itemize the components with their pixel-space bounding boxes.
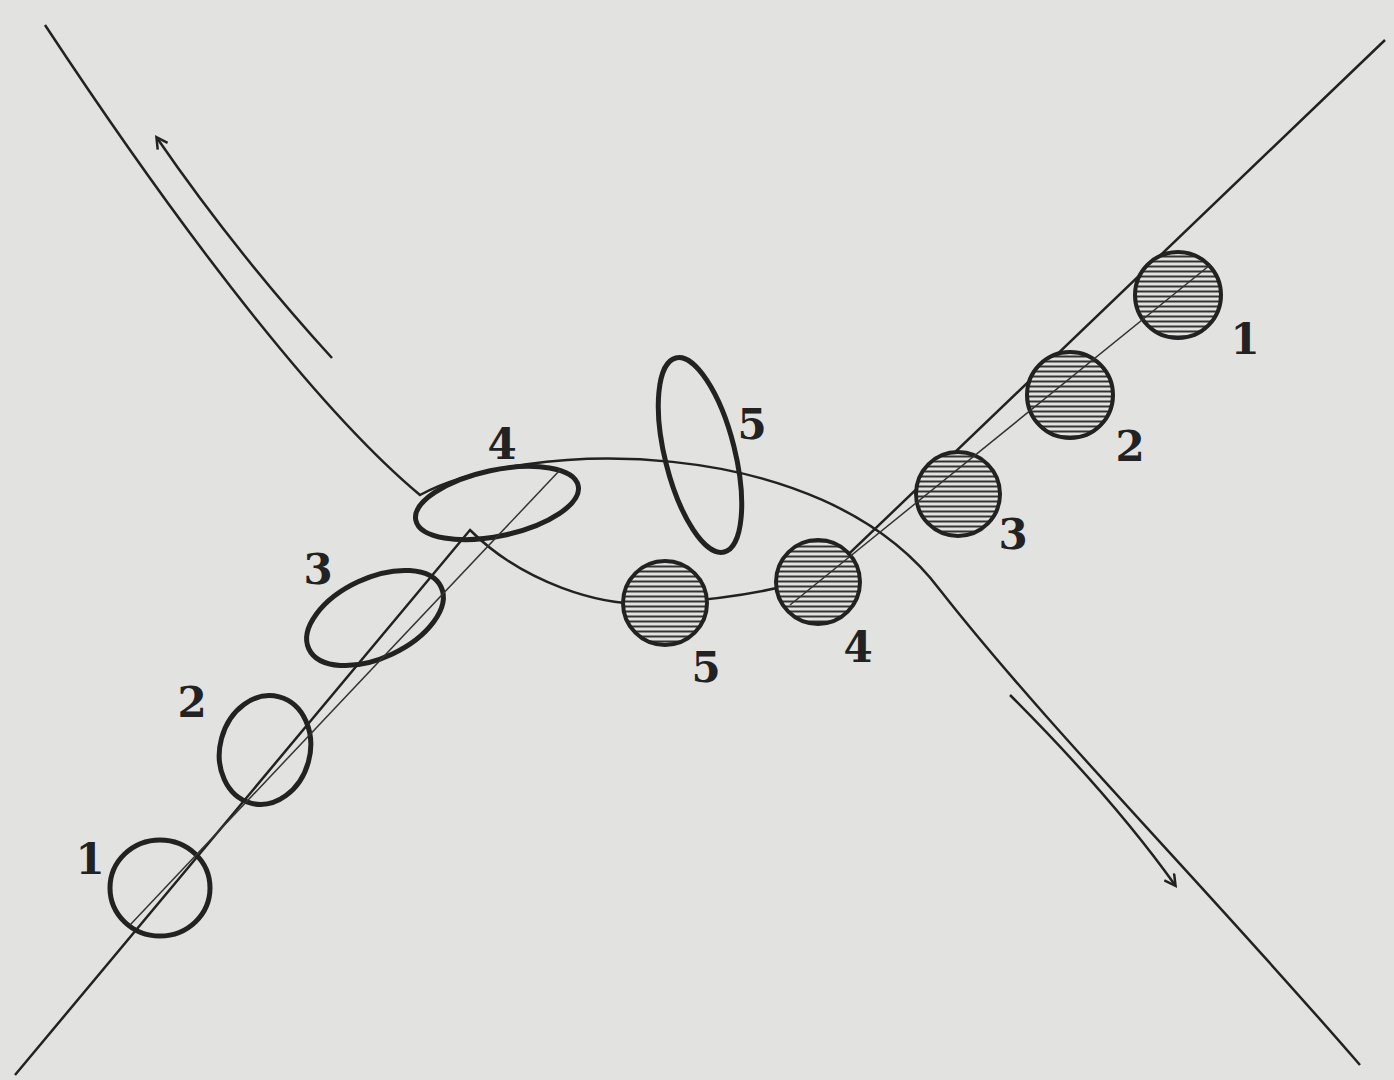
callout-number: 2 bbox=[1115, 426, 1144, 468]
axis-through-circles bbox=[130, 265, 1210, 925]
callout-number: 3 bbox=[998, 514, 1027, 556]
callout-number: 1 bbox=[75, 839, 104, 881]
callout-number: 2 bbox=[177, 682, 206, 724]
callout-number: 1 bbox=[1230, 319, 1259, 361]
callout-number: 4 bbox=[487, 424, 516, 466]
trajectories bbox=[15, 25, 1385, 1075]
open-ellipses bbox=[110, 350, 758, 936]
callout-number: 3 bbox=[303, 549, 332, 591]
callout-number: 4 bbox=[843, 627, 872, 669]
callout-number: 5 bbox=[737, 404, 766, 446]
callout-number: 5 bbox=[691, 647, 720, 689]
hatched-circles bbox=[623, 252, 1221, 645]
